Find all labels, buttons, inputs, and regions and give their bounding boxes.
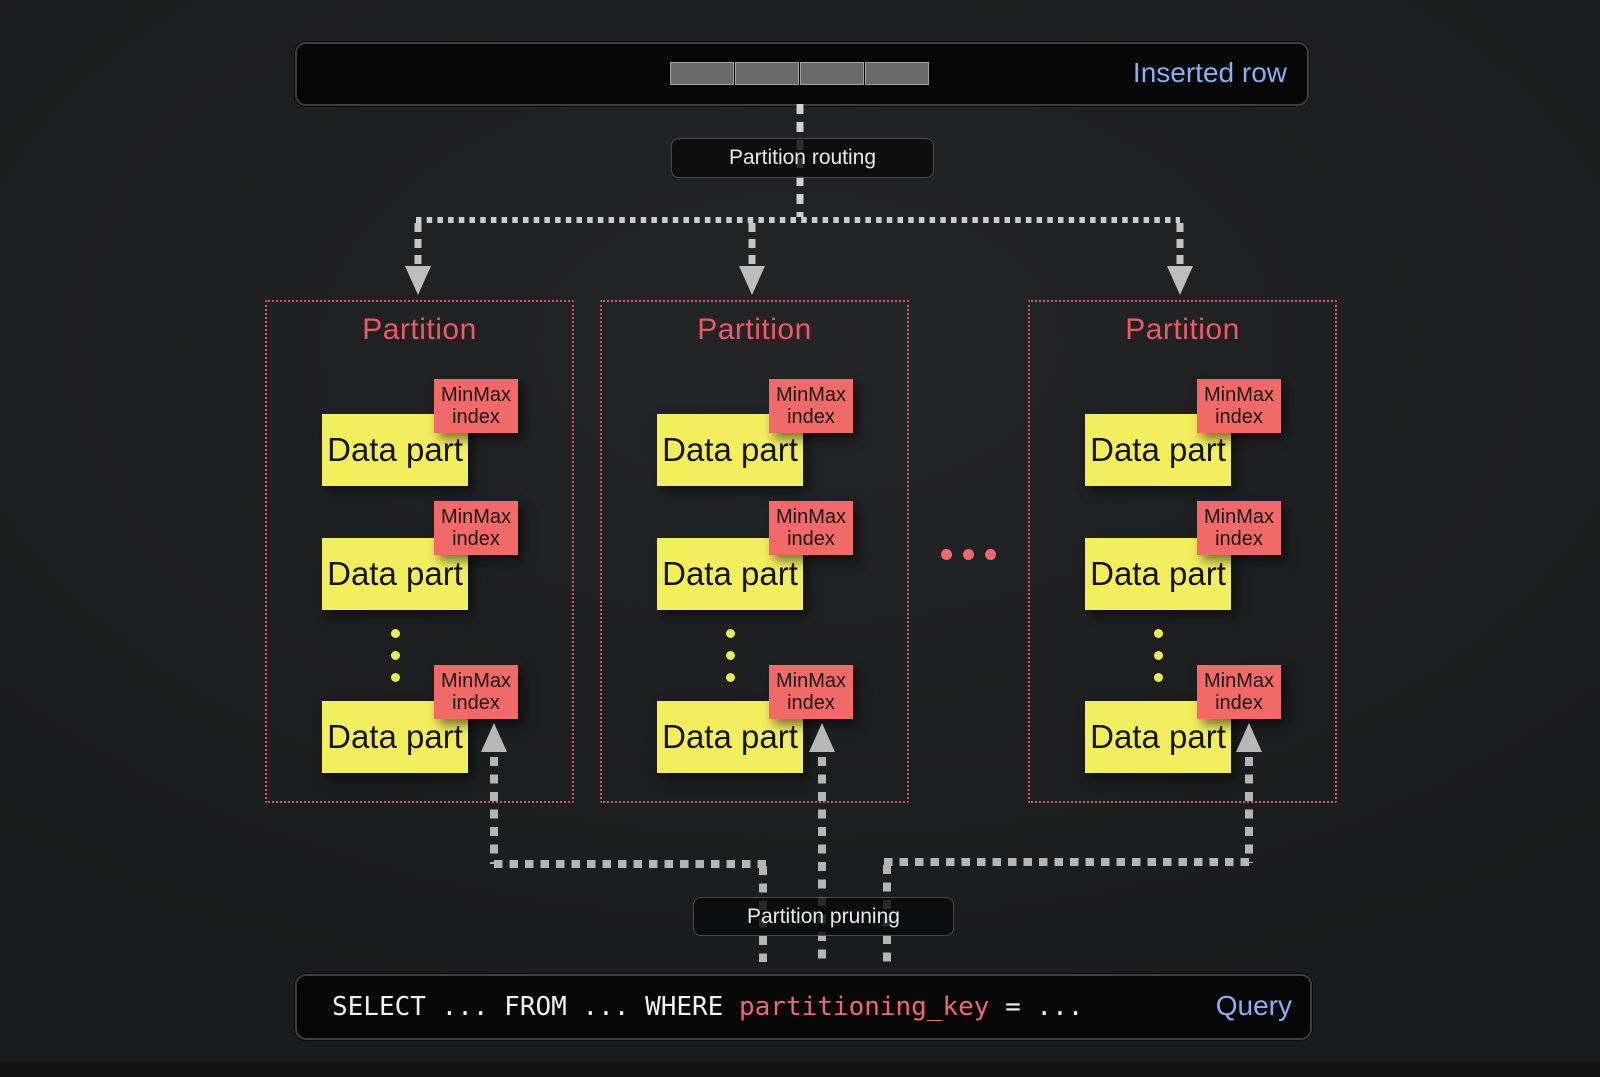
minmax-index-tag: MinMax index bbox=[1197, 501, 1281, 555]
sql-query-text: SELECT ... FROM ... WHERE partitioning_k… bbox=[332, 976, 1083, 1038]
partition-box-2: Partition MinMax index Data part MinMax … bbox=[600, 300, 909, 803]
data-part-box: Data part bbox=[322, 701, 468, 773]
ellipsis-dot bbox=[985, 549, 996, 560]
partition-pruning-label: Partition pruning bbox=[693, 897, 954, 936]
query-label: Query bbox=[1215, 990, 1292, 1021]
inserted-row-segments bbox=[670, 62, 930, 85]
vertical-ellipsis-dot bbox=[726, 629, 735, 638]
vertical-ellipsis-dot bbox=[1154, 673, 1163, 682]
partition-box-1: Partition MinMax index Data part MinMax … bbox=[265, 300, 574, 803]
minmax-index-tag: MinMax index bbox=[434, 501, 518, 555]
partition-box-3: Partition MinMax index Data part MinMax … bbox=[1028, 300, 1337, 803]
vertical-ellipsis-dot bbox=[726, 651, 735, 660]
vertical-ellipsis-dot bbox=[391, 629, 400, 638]
minmax-index-tag: MinMax index bbox=[1197, 379, 1281, 433]
vertical-ellipsis-dot bbox=[1154, 651, 1163, 660]
query-bar: SELECT ... FROM ... WHERE partitioning_k… bbox=[295, 974, 1312, 1040]
sql-partitioning-key: partitioning_key bbox=[739, 992, 990, 1022]
sql-suffix: = ... bbox=[989, 992, 1084, 1022]
minmax-index-tag: MinMax index bbox=[1197, 665, 1281, 719]
partition-title: Partition bbox=[362, 313, 477, 346]
minmax-index-tag: MinMax index bbox=[769, 379, 853, 433]
ellipsis-dot bbox=[941, 549, 952, 560]
data-part-box: Data part bbox=[322, 538, 468, 610]
partition-title: Partition bbox=[697, 313, 812, 346]
bottom-shadow-strip bbox=[0, 1063, 1600, 1077]
sql-prefix: SELECT ... FROM ... WHERE bbox=[332, 992, 739, 1022]
minmax-index-tag: MinMax index bbox=[769, 501, 853, 555]
minmax-index-tag: MinMax index bbox=[769, 665, 853, 719]
minmax-index-tag: MinMax index bbox=[434, 665, 518, 719]
inserted-row-label: Inserted row bbox=[1132, 57, 1287, 88]
partition-routing-label: Partition routing bbox=[671, 138, 934, 178]
minmax-index-tag: MinMax index bbox=[434, 379, 518, 433]
vertical-ellipsis-dot bbox=[391, 673, 400, 682]
row-segment bbox=[735, 62, 799, 85]
ellipsis-dot bbox=[963, 549, 974, 560]
row-segment bbox=[865, 62, 929, 85]
vertical-ellipsis-dot bbox=[1154, 629, 1163, 638]
partition-title: Partition bbox=[1125, 313, 1240, 346]
vertical-ellipsis-dot bbox=[726, 673, 735, 682]
vertical-ellipsis-dot bbox=[391, 651, 400, 660]
row-segment bbox=[800, 62, 864, 85]
row-segment bbox=[670, 62, 734, 85]
inserted-row-bar: Inserted row bbox=[295, 42, 1309, 106]
